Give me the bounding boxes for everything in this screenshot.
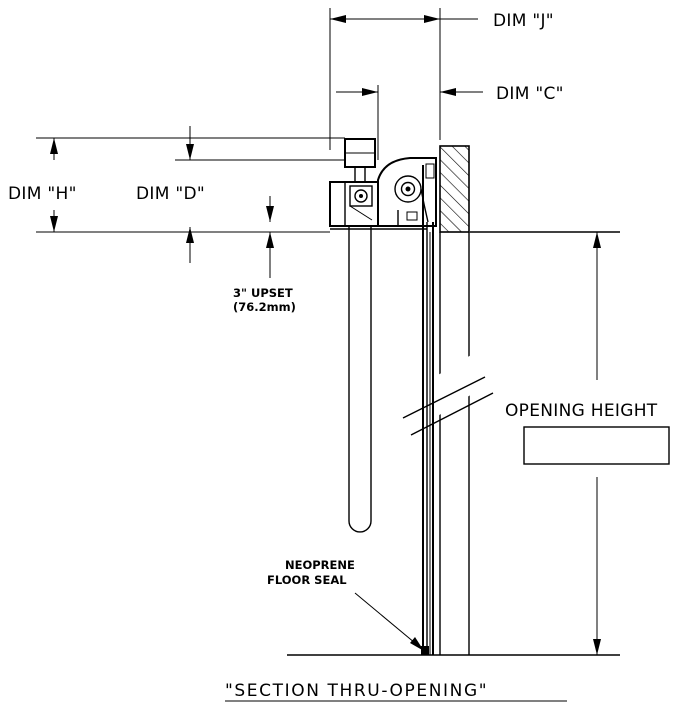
dim-j-label: DIM "J"	[493, 11, 554, 31]
dim-d-label: DIM "D"	[136, 184, 205, 204]
opening-height-dimension	[523, 232, 670, 655]
motor-operator	[329, 138, 379, 227]
opening-height-label: OPENING HEIGHT	[505, 401, 658, 421]
wall-jamb	[439, 145, 470, 655]
door-curtain	[422, 165, 434, 655]
dim-h-label: DIM "H"	[8, 184, 77, 204]
opening-height-value-box	[523, 426, 670, 465]
upset-label-1: 3" UPSET	[233, 286, 293, 300]
dim-j-dimension	[329, 8, 478, 150]
seal-label-1: NEOPRENE	[285, 558, 355, 572]
counterbalance-tube	[348, 226, 372, 533]
dim-c-label: DIM "C"	[496, 84, 564, 104]
dim-c-dimension	[336, 85, 483, 160]
upset-label-2: (76.2mm)	[233, 300, 296, 314]
dim-d-dimension	[175, 126, 345, 263]
break-symbol	[402, 352, 494, 436]
drum-housing	[377, 157, 437, 227]
upset-dimension	[266, 196, 274, 278]
section-title: "SECTION THRU-OPENING"	[225, 681, 488, 701]
seal-label-2: FLOOR SEAL	[267, 573, 347, 587]
floor-seal-leader	[354, 592, 429, 655]
